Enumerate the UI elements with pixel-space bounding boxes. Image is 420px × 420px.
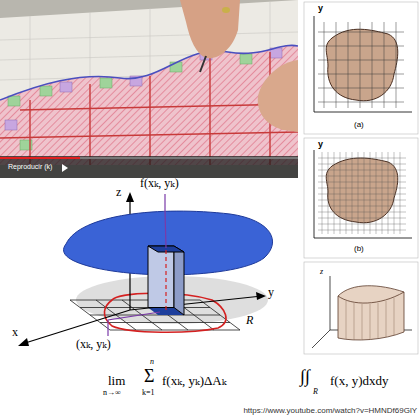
- axis-label: z: [116, 186, 121, 198]
- formula-part: R: [313, 388, 318, 396]
- axis-label: x: [12, 326, 18, 338]
- formula-part: k=1: [142, 389, 155, 397]
- formula-part: Σ: [144, 367, 154, 385]
- axis-label: z: [320, 268, 323, 276]
- axis-label: y: [268, 286, 274, 298]
- panel-label: (a): [354, 121, 364, 129]
- region-label: R: [246, 314, 253, 326]
- formula-part: lim: [108, 374, 125, 387]
- formula-part: n→∞: [103, 389, 121, 397]
- formula-part: f(xₖ, yₖ)ΔAₖ: [162, 374, 226, 387]
- formula-part: ∫∫: [300, 367, 310, 385]
- panel-label: (b): [354, 245, 364, 253]
- region-fine-grid: [304, 138, 418, 258]
- solid-volume: [304, 262, 418, 354]
- video-control-text: Reproducir (k): [8, 163, 52, 170]
- formula-part: f(x, y)dxdy: [330, 374, 389, 387]
- axis-label: y: [318, 140, 323, 149]
- riemann-sum-3d: [18, 192, 273, 346]
- video-photo: [0, 0, 298, 178]
- source-url: https://www.youtube.com/watch?v=HMNDf69G…: [243, 407, 417, 415]
- region-coarse-grid: [304, 2, 418, 134]
- axis-label: y: [318, 4, 323, 13]
- function-label: f(xₖ, yₖ): [140, 177, 179, 189]
- point-label: (xₖ, yₖ): [76, 338, 111, 350]
- formula-part: n: [150, 358, 154, 366]
